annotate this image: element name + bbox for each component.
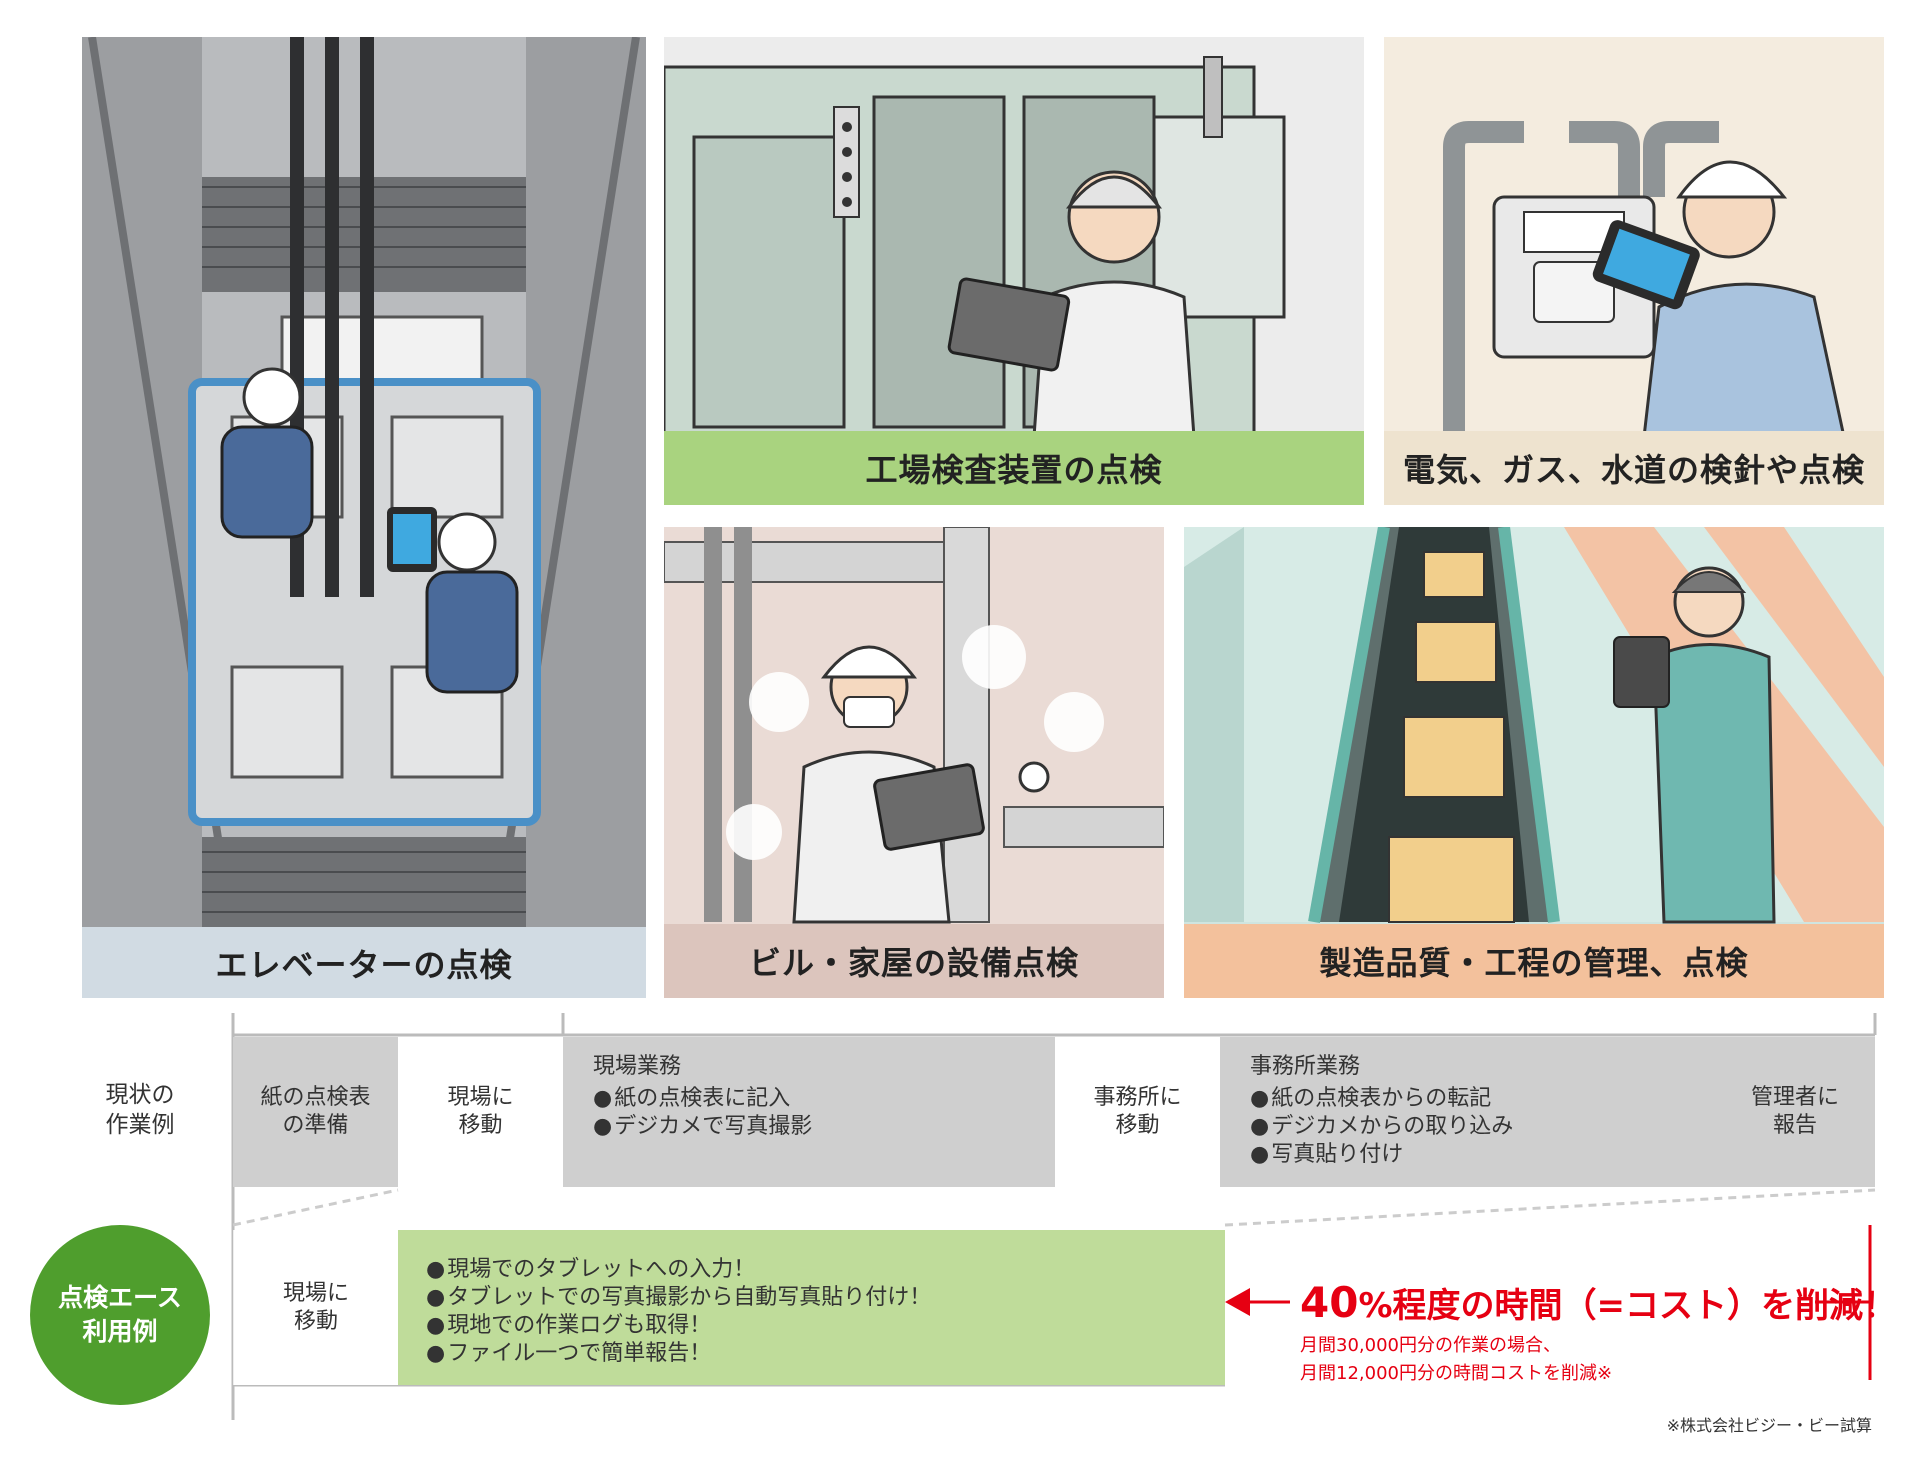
arrow-left-icon [1225,1288,1250,1316]
reduction-headline: 40%程度の時間（=コスト）を削減！ [1300,1278,1897,1327]
step-move-site-line1: 現場に [447,1085,514,1110]
current-label-line1: 現状の [105,1082,175,1108]
caption-manufacturing: 製造品質・工程の管理、点検 [1184,924,1884,998]
meter-illustration [1384,37,1884,439]
caption-meter: 電気、ガス、水道の検針や点検 [1384,431,1884,505]
list-item: 紙の点検表からの転記 [1250,1085,1685,1113]
list-item: デジカメで写真撮影 [593,1113,1025,1141]
reduction-headline-text: %程度の時間（=コスト）を削減！ [1358,1286,1898,1326]
panel-factory: 工場検査装置の点検 [664,37,1364,505]
step-move-to-site: 現場に 移動 [398,1037,563,1187]
caption-elevator: エレベーターの点検 [82,927,646,998]
list-item: 写真貼り付け [1250,1141,1685,1169]
manufacturing-illustration [1184,527,1884,924]
step-report-line1: 管理者に [1750,1085,1839,1110]
caption-factory: 工場検査装置の点検 [664,431,1364,505]
list-item: タブレットでの写真撮影から自動写真貼り付け！ [426,1284,1197,1312]
ace-step-move-to-site: 現場に 移動 [233,1230,398,1385]
list-item: ファイル一つで簡単報告！ [426,1340,1197,1368]
panel-building: ビル・家屋の設備点検 [664,527,1164,998]
current-row-label: 現状の 作業例 [70,1080,210,1140]
office-work-list: 紙の点検表からの転記 デジカメからの取り込み 写真貼り付け [1250,1085,1685,1169]
ace-step-tablet-work: 現場でのタブレットへの入力！ タブレットでの写真撮影から自動写真貼り付け！ 現地… [398,1230,1225,1385]
reduction-detail-line2: 月間12,000円分の時間コストを削減※ [1300,1363,1613,1384]
ace-move-line2: 移動 [293,1308,338,1334]
step-move-office-line2: 移動 [1115,1113,1160,1138]
footnote: ※株式会社ビジー・ビー試算 [1666,1416,1872,1435]
ace-usage-badge: 点検エース 利用例 [30,1225,210,1405]
step-prepare-paper: 紙の点検表 の準備 [233,1037,398,1187]
current-label-line2: 作業例 [105,1112,175,1138]
factory-illustration [664,37,1364,439]
step-move-office-line1: 事務所に [1093,1085,1182,1110]
list-item: 現地での作業ログも取得！ [426,1312,1197,1340]
step-site-work: 現場業務 紙の点検表に記入 デジカメで写真撮影 [563,1037,1055,1187]
ace-move-line1: 現場に [282,1280,349,1306]
step-report-line2: 報告 [1772,1113,1817,1138]
ace-badge-line1: 点検エース [58,1283,182,1312]
panel-manufacturing: 製造品質・工程の管理、点検 [1184,527,1884,998]
building-illustration [664,527,1164,924]
step-office-work: 事務所業務 紙の点検表からの転記 デジカメからの取り込み 写真貼り付け [1220,1037,1715,1187]
list-item: 現場でのタブレットへの入力！ [426,1256,1197,1284]
office-work-title: 事務所業務 [1250,1054,1361,1079]
ace-badge-line2: 利用例 [82,1317,158,1346]
site-work-title: 現場業務 [593,1054,682,1079]
reduction-detail: 月間30,000円分の作業の場合、 月間12,000円分の時間コストを削減※ [1300,1332,1612,1388]
step-prepare-line1: 紙の点検表 [260,1085,371,1110]
step-report-manager: 管理者に 報告 [1715,1037,1875,1187]
step-prepare-line2: の準備 [282,1113,349,1138]
reduction-percent: 40 [1300,1278,1359,1327]
list-item: デジカメからの取り込み [1250,1113,1685,1141]
step-move-site-line2: 移動 [458,1113,503,1138]
elevator-illustration [82,37,646,928]
ace-work-list: 現場でのタブレットへの入力！ タブレットでの写真撮影から自動写真貼り付け！ 現地… [426,1256,1197,1368]
site-work-list: 紙の点検表に記入 デジカメで写真撮影 [593,1085,1025,1141]
caption-building: ビル・家屋の設備点検 [664,924,1164,998]
panel-meter: 電気、ガス、水道の検針や点検 [1384,37,1884,505]
list-item: 紙の点検表に記入 [593,1085,1025,1113]
step-move-to-office: 事務所に 移動 [1055,1037,1220,1187]
panel-elevator: エレベーターの点検 [82,37,646,998]
reduction-detail-line1: 月間30,000円分の作業の場合、 [1300,1335,1561,1356]
